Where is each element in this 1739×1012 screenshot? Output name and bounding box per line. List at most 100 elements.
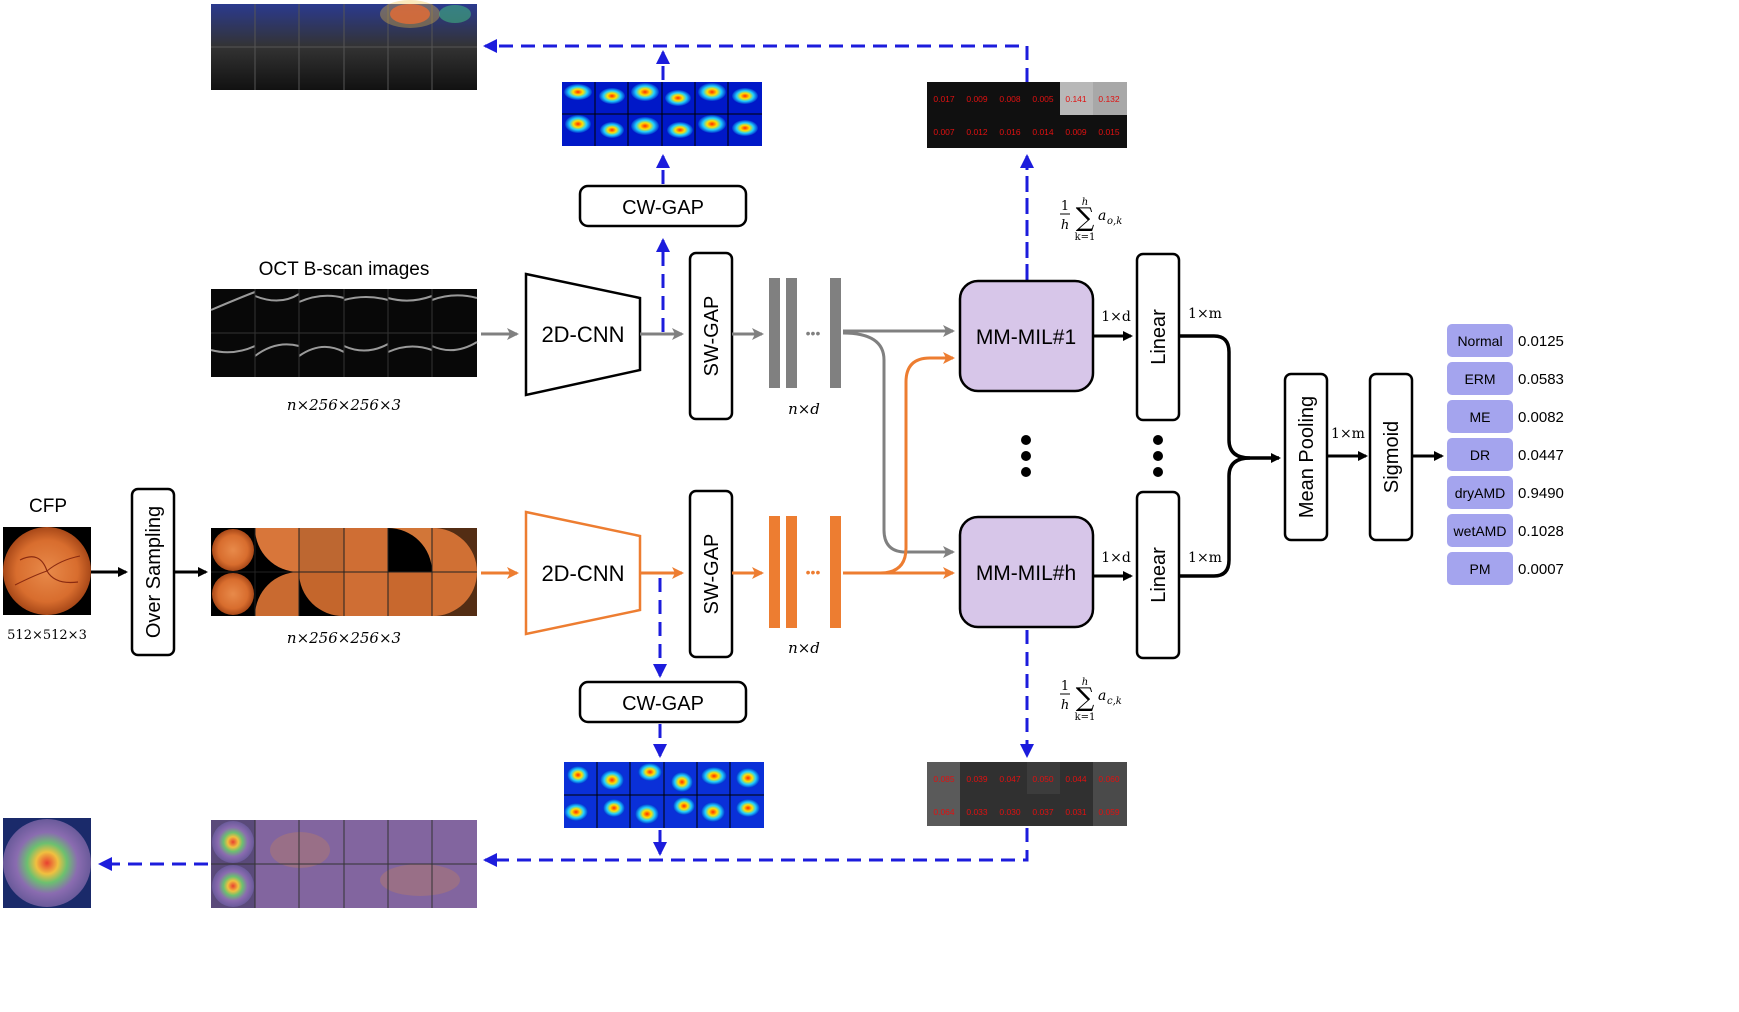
class-score: 0.0447 <box>1518 447 1564 464</box>
linearh-to-pooling-arrow <box>1179 456 1251 578</box>
oct-swgap-block <box>688 251 734 421</box>
attention-value: 0.016 <box>999 127 1021 137</box>
attention-value: 0.017 <box>933 94 955 104</box>
svg-text:h: h <box>1082 197 1088 208</box>
attention-value: 0.030 <box>999 807 1021 817</box>
attention-value: 0.009 <box>966 94 988 104</box>
oct-title: OCT B-scan images <box>259 259 430 280</box>
mean-pooling-label: Mean Pooling <box>1296 396 1318 518</box>
mm-mil-h-label: MM-MIL#h <box>976 562 1076 585</box>
class-box <box>1447 438 1513 471</box>
oct-bscan-images <box>210 289 478 377</box>
attention-value: 0.064 <box>933 807 955 817</box>
class-box <box>1447 400 1513 433</box>
attention-value: 0.008 <box>999 94 1021 104</box>
cfp-attention-table <box>927 762 1127 826</box>
cfp-patch-dims: n×256×256×3 <box>287 629 401 647</box>
linear-label-1: Linear <box>1148 309 1170 365</box>
class-box <box>1447 324 1513 357</box>
class-box <box>1447 514 1513 547</box>
class-name: DR <box>1470 447 1490 463</box>
attention-value: 0.009 <box>1065 127 1087 137</box>
oct-attention-formula: 1 h h ∑ k=1 a o,k <box>1060 197 1122 243</box>
over-sampling-label: Over Sampling <box>143 506 165 638</box>
mm-mil-h-block <box>958 515 1095 629</box>
cfp-heatmap-patches <box>211 820 477 908</box>
attention-value: 0.012 <box>966 127 988 137</box>
attention-value: 0.031 <box>1065 807 1087 817</box>
svg-text:c,k: c,k <box>1107 696 1122 707</box>
svg-text:h: h <box>1082 677 1088 688</box>
svg-text:∑: ∑ <box>1076 203 1095 233</box>
oct-cwgap-label: CW-GAP <box>622 197 704 219</box>
svg-text:h: h <box>1061 218 1069 233</box>
class-name: Normal <box>1457 333 1502 349</box>
cfp-cwgap-block <box>578 680 748 724</box>
attention-value: 0.060 <box>1098 774 1120 784</box>
class-score: 0.0082 <box>1518 409 1564 426</box>
attention-value: 0.005 <box>1032 94 1054 104</box>
cfp-feature-ellipsis: ••• <box>806 564 821 580</box>
linear-label-h: Linear <box>1148 547 1170 603</box>
oct-feature-bars <box>769 278 841 388</box>
sigmoid-label: Sigmoid <box>1381 421 1403 493</box>
cfp-attention-formula: 1 h h ∑ k=1 a c,k <box>1060 677 1122 723</box>
class-box <box>1447 362 1513 395</box>
oct-dims-label: n×256×256×3 <box>287 396 401 414</box>
oct-activation-map <box>562 82 762 146</box>
cfp-features-to-mil1-arrow <box>843 352 955 575</box>
svg-text:h: h <box>1061 698 1069 713</box>
oct-cnn-block <box>524 272 642 397</box>
attention-value: 0.044 <box>1065 774 1087 784</box>
pooling-output-dims: 1×m <box>1331 426 1365 442</box>
attention-value: 0.039 <box>966 774 988 784</box>
cfp-explain-return-arrow <box>483 828 1029 867</box>
linear1-output-dims: 1×m <box>1188 306 1222 322</box>
attention-value: 0.085 <box>933 774 955 784</box>
svg-text:k=1: k=1 <box>1075 712 1096 723</box>
linearh-output-dims: 1×m <box>1188 550 1222 566</box>
cfp-final-heatmap <box>3 818 91 908</box>
class-name: ERM <box>1464 371 1495 387</box>
class-score: 0.9490 <box>1518 485 1564 502</box>
cfp-feature-bars <box>769 516 841 628</box>
cfp-swgap-label: SW-GAP <box>701 534 723 615</box>
attention-value: 0.132 <box>1098 94 1120 104</box>
attention-value: 0.050 <box>1032 774 1054 784</box>
attention-value: 0.015 <box>1098 127 1120 137</box>
class-score: 0.0125 <box>1518 333 1564 350</box>
attention-value: 0.037 <box>1032 807 1054 817</box>
milh-output-dims: 1×d <box>1101 550 1131 566</box>
cfp-feature-dims: n×d <box>788 639 820 657</box>
svg-text:a: a <box>1098 688 1106 704</box>
oct-features-to-milh-arrow <box>842 331 955 558</box>
cfp-cwgap-label: CW-GAP <box>622 693 704 715</box>
linear1-to-pooling-arrow <box>1179 334 1281 463</box>
svg-text:a: a <box>1098 208 1106 224</box>
oct-cwgap-block <box>578 184 748 228</box>
class-box <box>1447 476 1513 509</box>
attention-value: 0.047 <box>999 774 1021 784</box>
cfp-activation-map <box>564 762 764 828</box>
oct-heatmap-output <box>211 0 477 90</box>
attention-value: 0.141 <box>1065 94 1087 104</box>
class-name: dryAMD <box>1455 485 1506 501</box>
attention-value: 0.007 <box>933 127 955 137</box>
mil-vertical-ellipsis <box>1021 435 1031 477</box>
mil1-output-dims: 1×d <box>1101 309 1131 325</box>
svg-text:k=1: k=1 <box>1075 232 1096 243</box>
class-name: wetAMD <box>1453 523 1507 539</box>
cfp-input-image <box>3 527 91 615</box>
svg-text:1: 1 <box>1061 199 1069 214</box>
oct-swgap-label: SW-GAP <box>701 296 723 377</box>
class-name: ME <box>1470 409 1491 425</box>
linear-vertical-ellipsis <box>1153 435 1163 477</box>
class-score: 0.1028 <box>1518 523 1564 540</box>
oct-feature-ellipsis: ••• <box>806 325 821 341</box>
cfp-patch-images <box>211 527 478 617</box>
svg-text:o,k: o,k <box>1107 216 1122 227</box>
attention-value: 0.059 <box>1098 807 1120 817</box>
attention-value: 0.014 <box>1032 127 1054 137</box>
attention-value: 0.033 <box>966 807 988 817</box>
oct-explain-return-arrow <box>483 39 1029 280</box>
